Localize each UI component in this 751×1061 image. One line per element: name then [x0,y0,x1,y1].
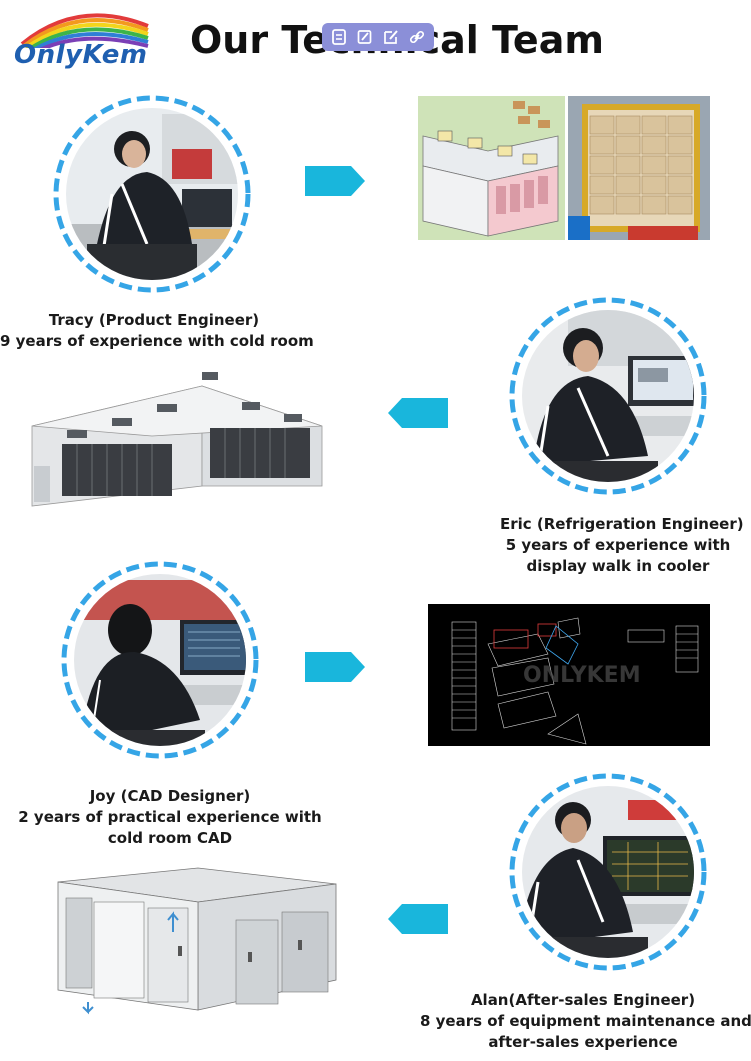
caption-experience: 5 years of experience with [505,536,731,554]
work-image-joy-cad-drawing: ONLYKEM [428,604,710,746]
work-image-tracy-container [568,96,710,240]
portrait-tracy [52,94,252,294]
caption-eric: Eric (Refrigeration Engineer) 5 years of… [500,514,744,577]
caption-experience-cont: display walk in cooler [526,557,710,575]
caption-tracy: Tracy (Product Engineer) 9 years of expe… [0,310,314,352]
brand-logo: OnlyKem [8,4,168,74]
caption-experience: 9 years of experience with cold room [0,332,314,350]
arrow-left-icon [386,902,448,936]
portrait-joy [60,560,260,760]
arrow-left-icon [386,396,448,430]
arrow-right-icon [305,164,367,198]
arrow-right-icon [305,650,367,684]
work-image-eric-walk-in-cooler [22,366,330,510]
caption-name-role: Joy (CAD Designer) [89,787,251,805]
caption-name-role: Tracy (Product Engineer) [48,311,260,329]
caption-experience-cont: cold room CAD [107,829,233,847]
caption-joy: Joy (CAD Designer) 2 years of practical … [10,786,330,849]
document-icon[interactable] [328,26,350,48]
link-icon[interactable] [406,26,428,48]
portrait-eric [508,296,708,496]
work-image-tracy-loading-plan [418,96,565,240]
caption-experience-cont: after-sales experience [488,1033,678,1051]
work-image-alan-panel-assembly [48,862,338,1016]
caption-name-role: Alan(After-sales Engineer) [470,991,696,1009]
pencil-icon[interactable] [380,26,402,48]
cad-watermark: ONLYKEM [523,663,641,688]
edit-box-icon[interactable] [354,26,376,48]
logo-text: OnlyKem [14,40,148,70]
caption-name-role: Eric (Refrigeration Engineer) [500,515,744,533]
caption-alan: Alan(After-sales Engineer) 8 years of eq… [420,990,751,1053]
caption-experience: 2 years of practical experience with [18,808,322,826]
caption-experience: 8 years of equipment maintenance and [420,1012,751,1030]
floating-toolbar [322,23,434,51]
portrait-alan [508,772,708,972]
